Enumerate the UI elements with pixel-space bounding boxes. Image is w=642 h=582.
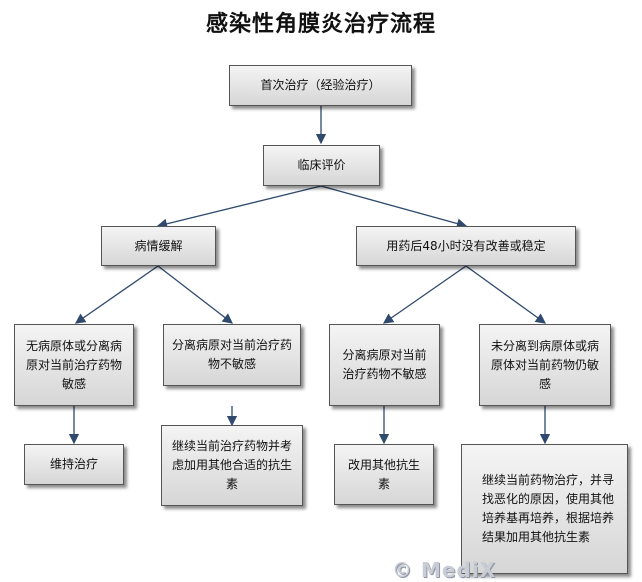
node-pathogen-insensitive-2: 分离病原对当前治疗药物不敏感	[329, 324, 440, 406]
node-pathogen-insensitive-2-label: 分离病原对当前治疗药物不敏感	[342, 348, 427, 381]
arrow-eval-to-noimprove	[320, 185, 468, 229]
arrow-remission-to-sensitive	[74, 265, 159, 324]
arrow-noimprove-to-stillsensitive	[465, 265, 547, 324]
node-switch-label: 改用其他抗生素	[347, 457, 420, 491]
node-no-pathogen-still-sensitive: 未分离到病原体或病原体对当前药物仍敏感	[479, 324, 611, 406]
node-first-treatment-label: 首次治疗（经验治疗）	[260, 78, 381, 92]
arrow-eval-to-remission	[156, 185, 322, 229]
node-clinical-eval: 临床评价	[263, 145, 380, 186]
node-no-improve: 用药后48小时没有改善或稳定	[356, 226, 576, 266]
node-pathogen-insensitive-label: 分离病原对当前治疗药物不敏感	[172, 338, 293, 371]
node-continue-add: 继续当前治疗药物并考虑加用其他合适的抗生素	[161, 425, 303, 506]
node-no-pathogen-still-sensitive-label: 未分离到病原体或病原体对当前药物仍敏感	[490, 338, 599, 391]
node-no-pathogen-sensitive: 无病原体或分离病原对当前治疗药物敏感	[14, 324, 134, 406]
node-remission: 病情缓解	[101, 226, 216, 266]
arrow-remission-to-insensitive	[157, 265, 234, 324]
node-maintain: 维持治疗	[24, 444, 124, 485]
node-no-pathogen-sensitive-label: 无病原体或分离病原对当前治疗药物敏感	[25, 338, 122, 391]
node-first-treatment: 首次治疗（经验治疗）	[229, 65, 412, 106]
arrow-noimprove-to-insensitive2	[382, 265, 467, 324]
node-continue-add-label: 继续当前治疗药物并考虑加用其他合适的抗生素	[171, 439, 292, 491]
node-clinical-eval-label: 临床评价	[297, 158, 346, 172]
node-continue-search: 继续当前药物治疗，并寻找恶化的原因，使用其他培养基再培养，根据培养结果加用其他抗…	[461, 444, 628, 574]
node-remission-label: 病情缓解	[134, 238, 183, 253]
node-pathogen-insensitive: 分离病原对当前治疗药物不敏感	[163, 324, 301, 386]
node-continue-search-label: 继续当前药物治疗，并寻找恶化的原因，使用其他培养基再培养，根据培养结果加用其他抗…	[482, 473, 615, 544]
node-maintain-label: 维持治疗	[49, 457, 98, 471]
watermark: © MediX	[392, 558, 497, 582]
node-no-improve-label: 用药后48小时没有改善或稳定	[386, 238, 546, 253]
diagram-title: 感染性角膜炎治疗流程	[205, 12, 436, 37]
node-switch: 改用其他抗生素	[334, 444, 434, 505]
